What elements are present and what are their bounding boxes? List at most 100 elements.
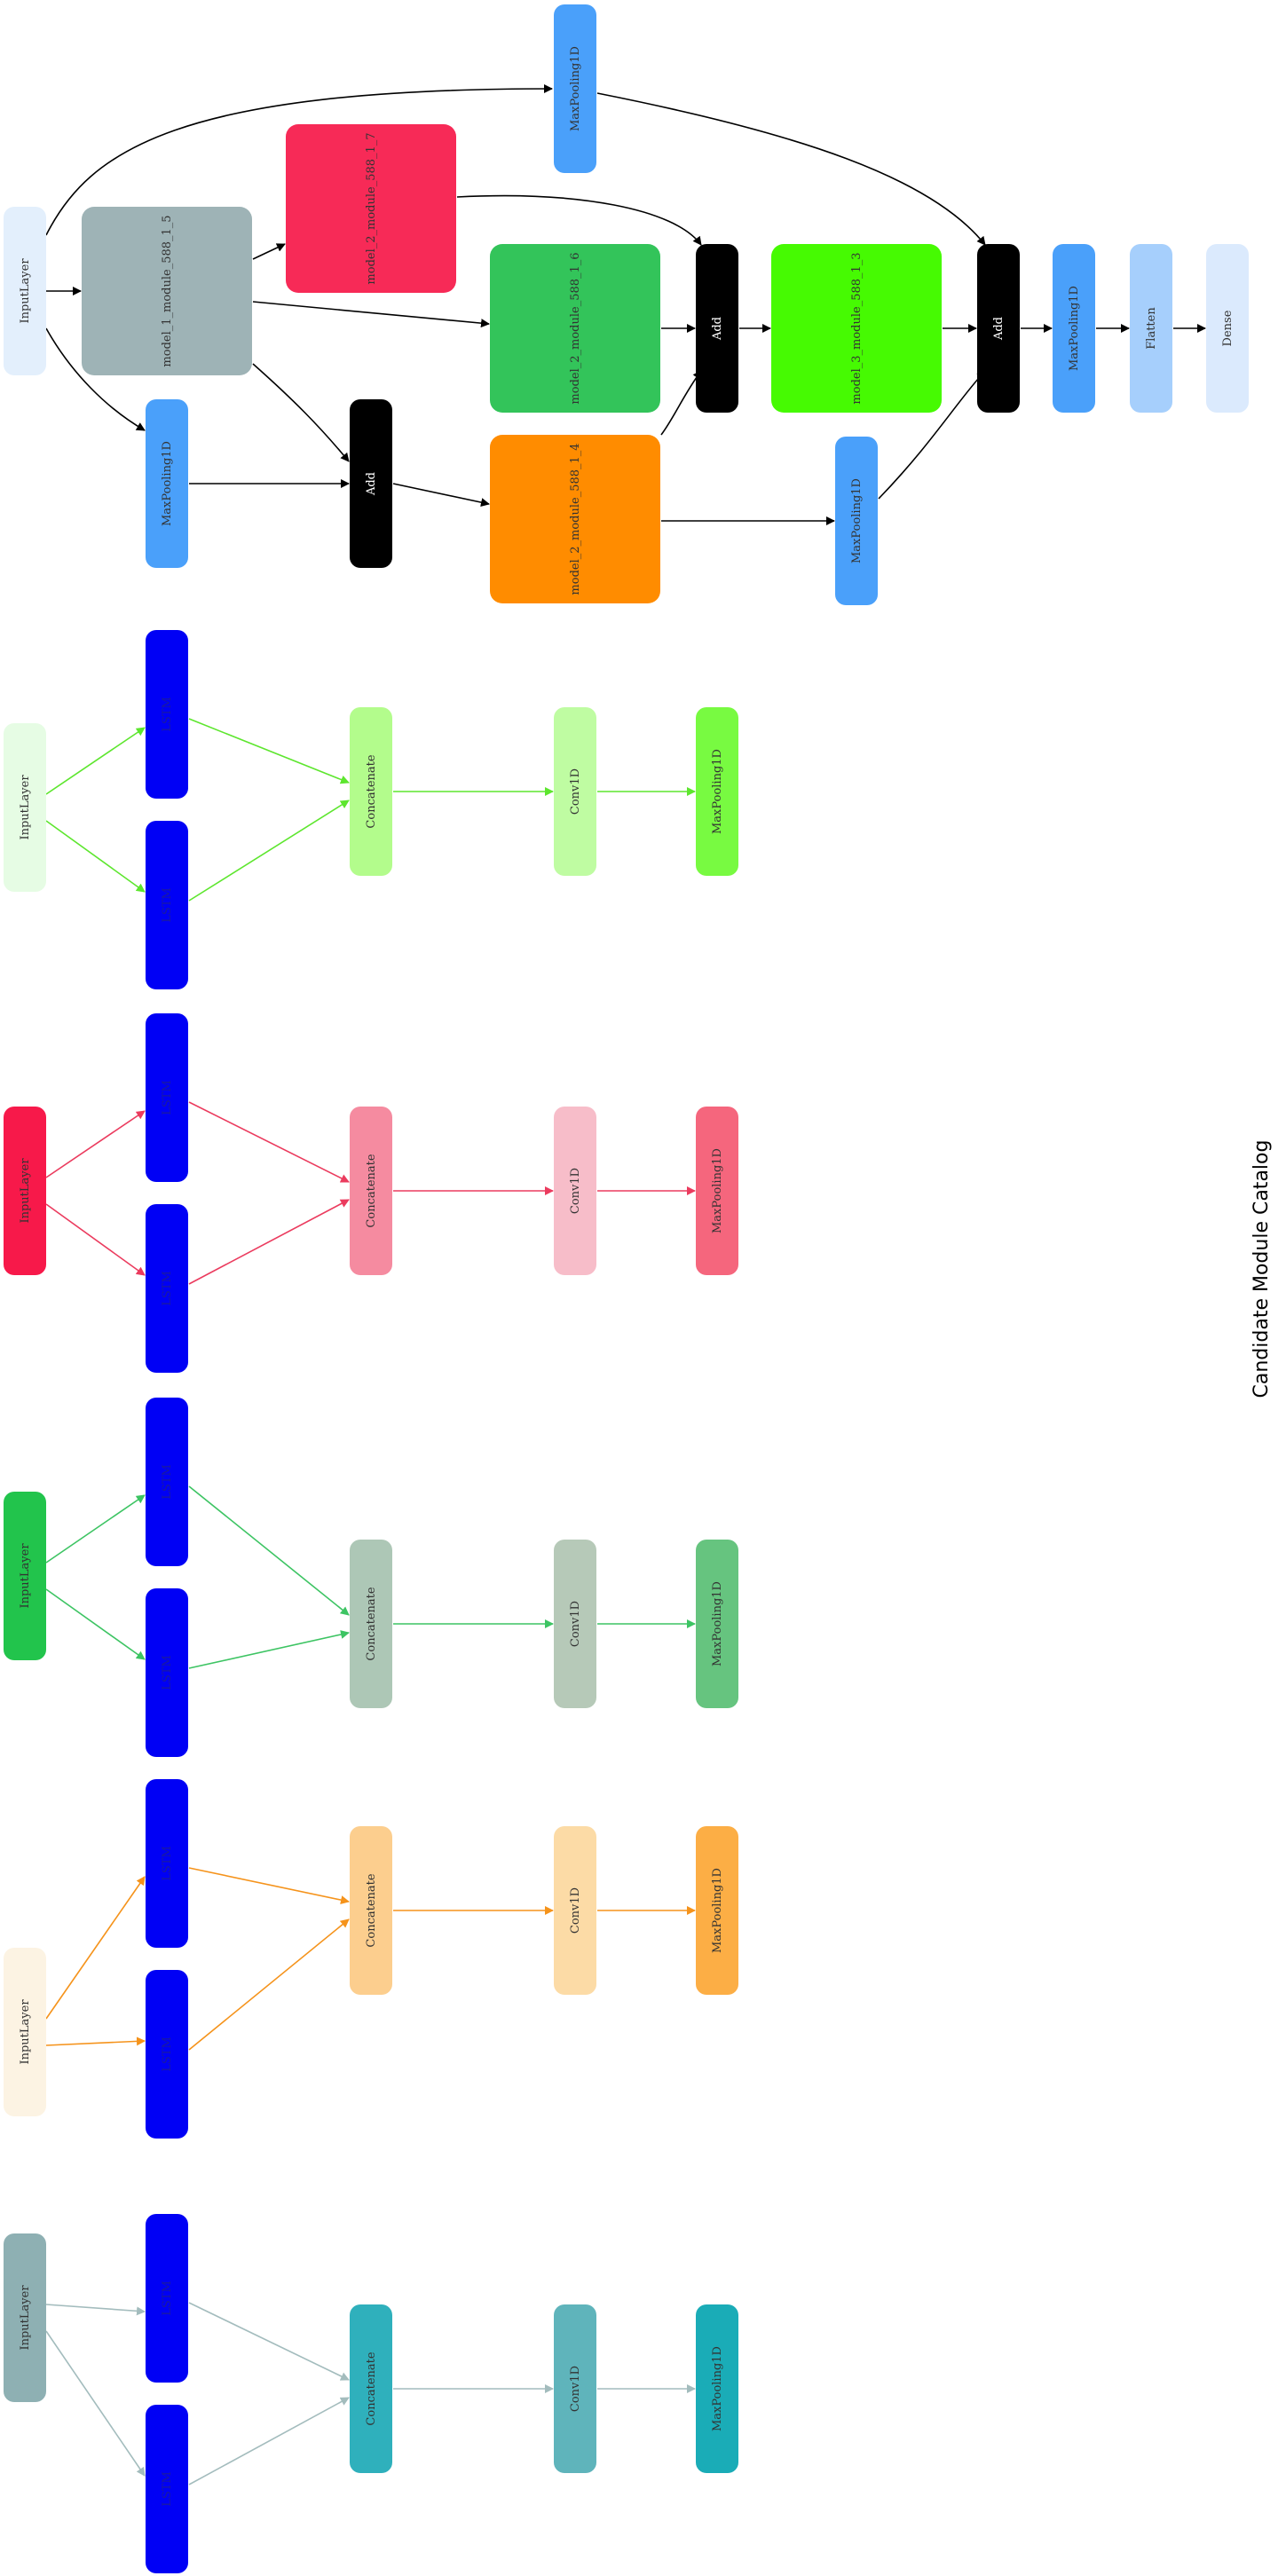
node-maxpool-b-box xyxy=(146,399,188,568)
module3-input-layer-box xyxy=(4,1492,46,1660)
module2-input-layer: InputLayer xyxy=(4,1107,46,1275)
node-maxpool-d-label: MaxPooling1D xyxy=(1068,286,1081,371)
node-add-1-box xyxy=(696,244,738,413)
module4-input-layer-label: InputLayer xyxy=(19,1999,32,2065)
module5-lstm-1-box xyxy=(146,2214,188,2383)
node-input: InputLayer xyxy=(4,207,46,375)
module5-lstm-2-box xyxy=(146,2405,188,2573)
module1-maxpooling1d-box xyxy=(696,707,738,876)
node-module-4: model_2_module_588_1_4 xyxy=(490,435,660,603)
node-maxpool-b: MaxPooling1D xyxy=(146,399,188,568)
node-add-2: Add xyxy=(350,399,392,568)
node-module-5: model_1_module_588_1_5 xyxy=(82,207,252,375)
module1-edge-lstm2-concat xyxy=(188,800,350,902)
module1-lstm-2-box xyxy=(146,821,188,989)
module5-edge-input-lstm1 xyxy=(45,2304,146,2316)
module2-lstm-2: LSTM xyxy=(146,1204,188,1373)
module3-conv1d-label: Conv1D xyxy=(569,1601,582,1647)
module4-lstm-1-label: LSTM xyxy=(161,1846,174,1881)
node-input-label: InputLayer xyxy=(19,258,32,324)
module2-edge-input-lstm1 xyxy=(45,1110,146,1178)
edge-input-maxpoolA xyxy=(45,84,553,236)
module3-maxpooling1d-box xyxy=(696,1540,738,1708)
module1-conv1d: Conv1D xyxy=(554,707,596,876)
module2-concatenate-box xyxy=(350,1107,392,1275)
module2-maxpooling1d-box xyxy=(696,1107,738,1275)
module1-concatenate-box xyxy=(350,707,392,876)
module5-input-layer-label: InputLayer xyxy=(19,2285,32,2351)
module1-maxpooling1d-label: MaxPooling1D xyxy=(711,749,724,834)
module2-edge-lstm1-concat xyxy=(188,1101,350,1183)
module3-conv1d: Conv1D xyxy=(554,1540,596,1708)
module2-maxpooling1d-label: MaxPooling1D xyxy=(711,1148,724,1233)
node-maxpool-c: MaxPooling1D xyxy=(835,437,878,605)
node-module-3-box xyxy=(771,244,942,413)
module2-edge-lstm2-concat xyxy=(188,1199,350,1285)
edge-module5-module7 xyxy=(252,243,286,260)
node-maxpool-a: MaxPooling1D xyxy=(554,4,596,173)
node-module-7-box xyxy=(286,124,456,293)
node-module-6: model_2_module_588_1_6 xyxy=(490,244,660,413)
node-module-5-box xyxy=(82,207,252,375)
catalog-title: Candidate Module Catalog xyxy=(1250,1140,1273,1398)
module3-concatenate-label: Concatenate xyxy=(365,1587,378,1660)
module3-lstm-1: LSTM xyxy=(146,1398,188,1566)
module1-conv1d-box xyxy=(554,707,596,876)
edge-module5-add2 xyxy=(252,363,350,462)
module5-maxpooling1d-box xyxy=(696,2304,738,2473)
module1-conv1d-label: Conv1D xyxy=(569,768,582,815)
node-maxpool-a-box xyxy=(554,4,596,173)
module4-concatenate-label: Concatenate xyxy=(365,1873,378,1947)
module5-conv1d: Conv1D xyxy=(554,2304,596,2473)
module4-edge-lstm1-concat xyxy=(188,1867,350,1905)
module1-lstm-1-label: LSTM xyxy=(161,697,174,732)
module4-concatenate-box xyxy=(350,1826,392,1995)
node-flatten: Flatten xyxy=(1130,244,1172,413)
edge-add2-module4 xyxy=(392,483,490,508)
module2-edge-input-lstm2 xyxy=(45,1203,146,1276)
module1-maxpooling1d: MaxPooling1D xyxy=(696,707,738,876)
node-module-3-label: model_3_module_588_1_3 xyxy=(850,252,864,404)
module4-maxpooling1d: MaxPooling1D xyxy=(696,1826,738,1995)
module1-lstm-1: LSTM xyxy=(146,630,188,799)
module5-lstm-2-label: LSTM xyxy=(161,2471,174,2507)
node-maxpool-d: MaxPooling1D xyxy=(1053,244,1095,413)
module1-lstm-2-label: LSTM xyxy=(161,887,174,923)
module5-conv1d-label: Conv1D xyxy=(569,2366,582,2412)
module4-conv1d-label: Conv1D xyxy=(569,1887,582,1934)
module3-lstm-1-box xyxy=(146,1398,188,1566)
node-input-box xyxy=(4,207,46,375)
node-module-6-label: model_2_module_588_1_6 xyxy=(569,252,582,404)
node-module-7-label: model_2_module_588_1_7 xyxy=(365,132,378,284)
node-flatten-label: Flatten xyxy=(1145,307,1158,350)
node-maxpool-a-label: MaxPooling1D xyxy=(569,46,582,131)
node-module-7: model_2_module_588_1_7 xyxy=(286,124,456,293)
node-flatten-box xyxy=(1130,244,1172,413)
module3-concatenate: Concatenate xyxy=(350,1540,392,1708)
module4-edge-input-lstm1 xyxy=(45,1876,146,2020)
module3-edge-lstm1-concat xyxy=(188,1485,350,1616)
module4-concatenate: Concatenate xyxy=(350,1826,392,1995)
node-add-2-box xyxy=(350,399,392,568)
module2-conv1d-label: Conv1D xyxy=(569,1168,582,1214)
node-maxpool-c-label: MaxPooling1D xyxy=(850,478,864,563)
module1-lstm-2: LSTM xyxy=(146,821,188,989)
module5-edge-lstm2-concat xyxy=(188,2397,350,2485)
module1-edge-lstm1-concat xyxy=(188,718,350,784)
node-maxpool-d-box xyxy=(1053,244,1095,413)
node-module-4-label: model_2_module_588_1_4 xyxy=(569,443,582,595)
module4-maxpooling1d-box xyxy=(696,1826,738,1995)
module4-lstm-1-box xyxy=(146,1779,188,1948)
module3-maxpooling1d: MaxPooling1D xyxy=(696,1540,738,1708)
module3-lstm-1-label: LSTM xyxy=(161,1464,174,1500)
module1-concatenate-label: Concatenate xyxy=(365,754,378,828)
module3-edge-lstm2-concat xyxy=(188,1630,350,1669)
module3-lstm-2-box xyxy=(146,1588,188,1757)
module3-edge-input-lstm1 xyxy=(45,1494,146,1564)
edge-module7-add1 xyxy=(456,194,702,246)
module5-concatenate-box xyxy=(350,2304,392,2473)
module3-lstm-2-label: LSTM xyxy=(161,1655,174,1690)
node-maxpool-b-label: MaxPooling1D xyxy=(161,441,174,526)
module5-concatenate-label: Concatenate xyxy=(365,2351,378,2425)
